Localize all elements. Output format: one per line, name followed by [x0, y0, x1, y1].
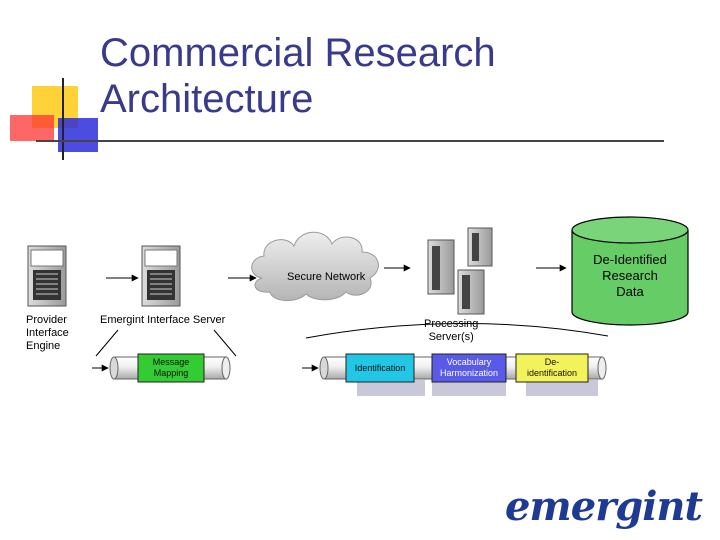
title-underline: [36, 140, 664, 142]
secure-network-label: Secure Network: [287, 271, 366, 283]
decorative-corner-squares: [0, 0, 110, 170]
emergint-server-label: Emergint Interface Server: [100, 314, 226, 326]
vocabulary-label: Vocabulary Harmonization: [432, 357, 506, 379]
emergint-logo: emergint: [504, 483, 703, 530]
vocabulary-line-2: Harmonization: [439, 368, 499, 378]
processing-label: Processing Server(s): [424, 318, 478, 344]
split-line-left: [95, 329, 119, 357]
red-square: [10, 115, 54, 141]
message-mapping-line-1: Message: [152, 357, 190, 367]
message-mapping-pipeline: [92, 353, 231, 383]
database-label-line-2: Research: [602, 268, 658, 283]
provider-label-line-3: Engine: [26, 340, 61, 352]
message-mapping-line-2: Mapping: [153, 368, 189, 378]
database-label-line-3: Data: [616, 284, 644, 299]
secure-network-cloud: [251, 231, 379, 301]
database-label-line-1: De-Identified: [593, 252, 667, 267]
processing-pipeline: [302, 353, 607, 396]
processing-label-line-2: Server(s): [428, 331, 474, 343]
title-line-2: Architecture: [100, 77, 314, 121]
title-line-1: Commercial Research: [100, 31, 496, 75]
provider-label: Provider Interface Engine: [26, 314, 69, 353]
research-database-icon: [571, 216, 689, 326]
blue-square: [58, 118, 98, 152]
deidentification-line-2: identification: [526, 368, 578, 378]
page-title: Commercial Research Architecture: [100, 30, 496, 122]
identification-label: Identification: [354, 363, 406, 373]
provider-label-line-2: Interface: [26, 327, 69, 339]
provider-server-icon: [27, 245, 67, 307]
vocabulary-line-1: Vocabulary: [446, 357, 492, 367]
message-mapping-label: Message Mapping: [138, 357, 204, 379]
processing-label-line-1: Processing: [424, 318, 479, 330]
deidentification-line-1: De-: [544, 357, 560, 367]
processing-server-icon: [427, 227, 493, 315]
vertical-rule: [62, 78, 64, 160]
deidentification-label: De- identification: [516, 357, 588, 379]
processing-arc: [305, 323, 609, 339]
split-line-right: [213, 329, 237, 357]
database-label: De-Identified Research Data: [572, 252, 688, 300]
provider-label-line-1: Provider: [26, 314, 67, 326]
emergint-server-icon: [141, 245, 181, 307]
